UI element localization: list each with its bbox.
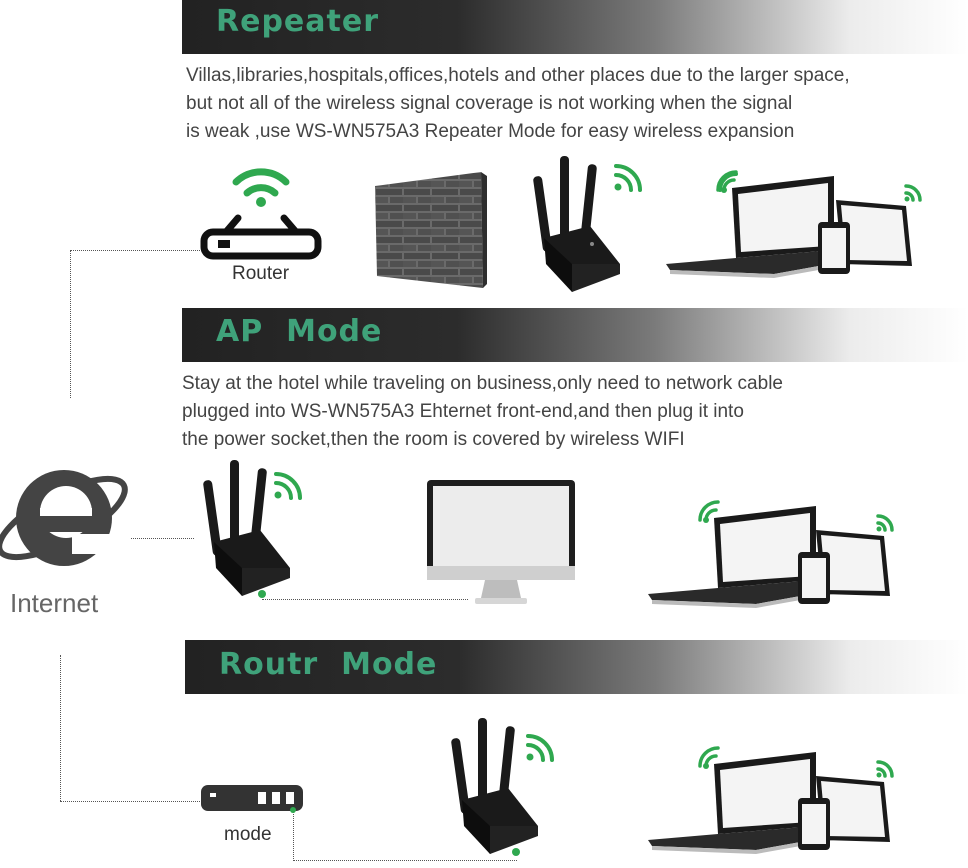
modem-label: mode <box>224 824 272 845</box>
repeater-desc-line: but not all of the wireless signal cover… <box>186 93 793 114</box>
ap-mode-description: Stay at the hotel while traveling on bus… <box>182 370 783 454</box>
connector-line <box>262 599 468 600</box>
wifi-signal-icon <box>274 472 302 500</box>
repeater-description: Villas,libraries,hospitals,offices,hotel… <box>186 62 850 146</box>
router-label: Router <box>232 263 290 284</box>
ap-mode-title: AP Mode <box>216 314 383 349</box>
wifi-signal-icon <box>526 734 554 762</box>
repeater-desc-line: is weak ,use WS-WN575A3 Repeater Mode fo… <box>186 121 795 142</box>
wifi-signal-icon <box>614 164 642 192</box>
wifi-signal-icon <box>718 172 738 192</box>
internet-explorer-icon <box>0 470 130 566</box>
ap-desc-line: plugged into WS-WN575A3 Ehternet front-e… <box>182 401 744 422</box>
brick-wall-icon <box>375 172 487 288</box>
devices-group <box>666 170 922 278</box>
wifi-repeater-icon <box>203 460 290 598</box>
connector-line <box>122 538 194 539</box>
connector-line <box>293 860 517 861</box>
devices-group <box>648 746 894 854</box>
wifi-repeater-icon <box>533 156 620 292</box>
wifi-repeater-icon <box>451 718 538 856</box>
connector-line <box>70 250 71 398</box>
router-mode-title: Routr Mode <box>219 647 438 682</box>
modem-icon <box>201 785 303 813</box>
devices-group <box>648 500 894 608</box>
connector-line <box>60 655 61 801</box>
repeater-banner: Repeater <box>182 0 968 54</box>
wifi-router-icon <box>200 168 322 260</box>
connector-line <box>60 801 202 802</box>
ap-mode-banner: AP Mode <box>182 308 968 362</box>
connector-line <box>70 250 200 251</box>
connector-line <box>293 806 294 861</box>
monitor-icon <box>427 480 575 604</box>
ap-desc-line: the power socket,then the room is covere… <box>182 429 685 450</box>
ap-desc-line: Stay at the hotel while traveling on bus… <box>182 373 783 394</box>
internet-label: Internet <box>10 588 99 618</box>
router-mode-banner: Routr Mode <box>185 640 968 694</box>
repeater-desc-line: Villas,libraries,hospitals,offices,hotel… <box>186 65 850 86</box>
repeater-title: Repeater <box>216 4 379 39</box>
